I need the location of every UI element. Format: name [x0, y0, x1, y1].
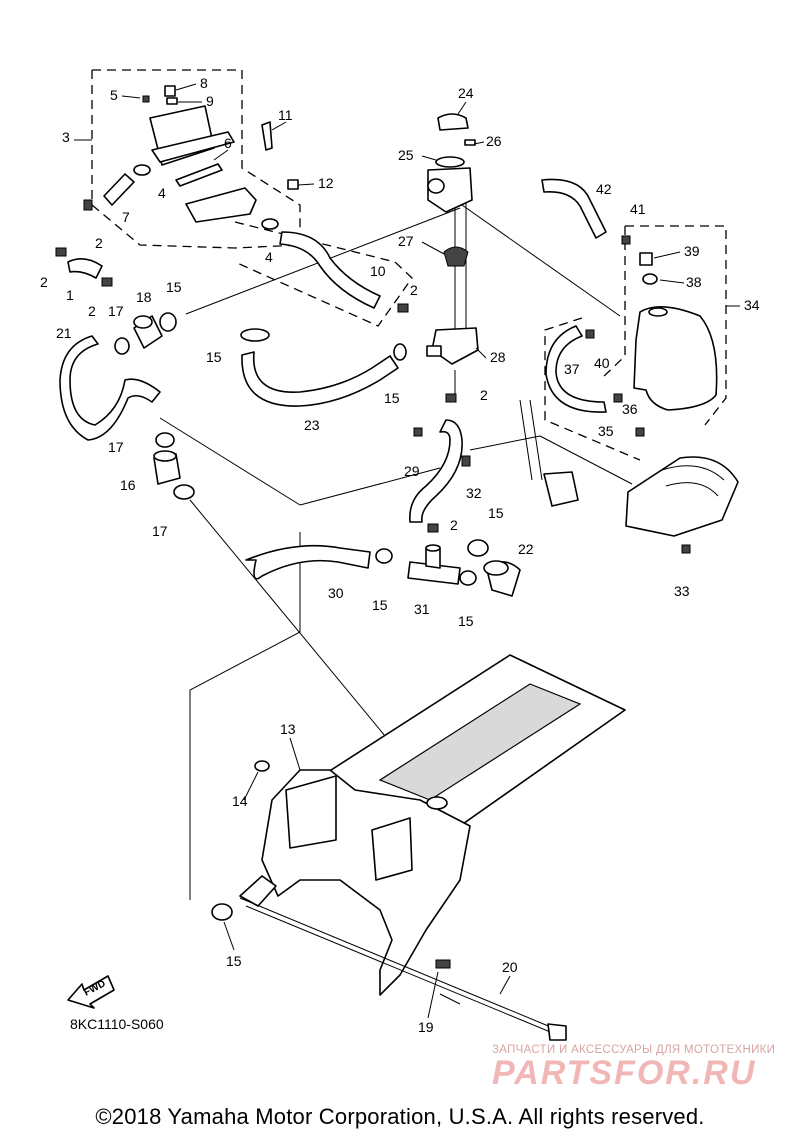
callout-34: 34: [744, 297, 760, 313]
callout-18: 18: [136, 289, 152, 305]
callout-17: 17: [152, 523, 168, 539]
callout-labels: 1 2 2 2 2 2 2 3 4 4 5 6 7 8 9 10 11 12 1…: [40, 75, 760, 1035]
callout-24: 24: [458, 85, 474, 101]
callout-23: 23: [304, 417, 320, 433]
callout-15: 15: [384, 390, 400, 406]
callout-2: 2: [450, 517, 458, 533]
callout-ticks: [74, 83, 740, 1019]
callout-16: 16: [120, 477, 136, 493]
copyright-notice: ©2018 Yamaha Motor Corporation, U.S.A. A…: [95, 1104, 705, 1129]
hose-7: [103, 173, 135, 206]
hose-10: [279, 231, 381, 309]
callout-20: 20: [502, 959, 518, 975]
callout-15: 15: [206, 349, 222, 365]
callout-33: 33: [674, 583, 690, 599]
callout-21: 21: [56, 325, 72, 341]
callout-26: 26: [486, 133, 502, 149]
hose-29: [409, 419, 463, 523]
watermark-subtitle: ЗАПЧАСТИ И АКСЕССУАРЫ ДЛЯ МОТОТЕХНИКИ: [492, 1044, 776, 1056]
callout-35: 35: [598, 423, 614, 439]
callout-36: 36: [622, 401, 638, 417]
hose-37: [545, 325, 607, 413]
callout-31: 31: [414, 601, 430, 617]
joint-22: [483, 560, 521, 597]
callout-15: 15: [226, 953, 242, 969]
fwd-arrow: FWD: [67, 975, 115, 1009]
callout-15: 15: [458, 613, 474, 629]
callout-5: 5: [110, 87, 118, 103]
callout-2: 2: [95, 235, 103, 251]
callout-38: 38: [686, 274, 702, 290]
callout-9: 9: [206, 93, 214, 109]
callout-29: 29: [404, 463, 420, 479]
pipe-18: [133, 315, 163, 349]
callout-17: 17: [108, 303, 124, 319]
callout-2: 2: [410, 282, 418, 298]
assembly-outline-37: [544, 317, 641, 461]
callout-2: 2: [40, 274, 48, 290]
callout-11: 11: [278, 107, 293, 123]
callout-40: 40: [594, 355, 610, 371]
hose-1: [67, 258, 103, 279]
callout-15: 15: [488, 505, 504, 521]
callout-13: 13: [280, 721, 296, 737]
thermostat-cover-group: [142, 85, 299, 223]
thermostat-housing: [426, 113, 479, 365]
reservoir-tank: [633, 252, 718, 411]
callout-7: 7: [122, 209, 130, 225]
callout-25: 25: [398, 147, 414, 163]
callout-30: 30: [328, 585, 344, 601]
callout-2: 2: [480, 387, 488, 403]
callout-10: 10: [370, 263, 386, 279]
callout-32: 32: [466, 485, 482, 501]
callout-41: 41: [630, 201, 646, 217]
assembly-outline-34: [599, 225, 727, 426]
watermark-brand: PARTSFOR.RU: [492, 1054, 757, 1092]
callout-37: 37: [564, 361, 580, 377]
small-bracket: [519, 399, 579, 507]
hose-clamps: [55, 164, 691, 921]
seal-17: [155, 432, 175, 448]
callout-2: 2: [88, 303, 96, 319]
callout-22: 22: [518, 541, 534, 557]
callout-3: 3: [62, 129, 70, 145]
diagram-code: 8KC1110-S060: [70, 1016, 164, 1032]
hose-21: [59, 335, 161, 441]
hose-42: [541, 178, 607, 239]
callout-27: 27: [398, 233, 414, 249]
radiator-frame: [239, 654, 626, 1041]
callout-15: 15: [166, 279, 182, 295]
callout-8: 8: [200, 75, 208, 91]
callout-19: 19: [418, 1019, 434, 1035]
callout-28: 28: [490, 349, 506, 365]
callout-14: 14: [232, 793, 248, 809]
callout-15: 15: [372, 597, 388, 613]
callout-17: 17: [108, 439, 124, 455]
hose-30: [245, 544, 371, 580]
hose-23: [241, 351, 399, 407]
t-joint: [407, 544, 461, 585]
joint-16: [153, 450, 181, 485]
callout-42: 42: [596, 181, 612, 197]
tank-bracket: [625, 456, 739, 537]
assembly-outline-10: [234, 221, 413, 327]
callout-4: 4: [265, 249, 273, 265]
callout-4: 4: [158, 185, 166, 201]
callout-12: 12: [318, 175, 334, 191]
callout-6: 6: [224, 135, 232, 151]
callout-39: 39: [684, 243, 700, 259]
callout-1: 1: [66, 287, 74, 303]
